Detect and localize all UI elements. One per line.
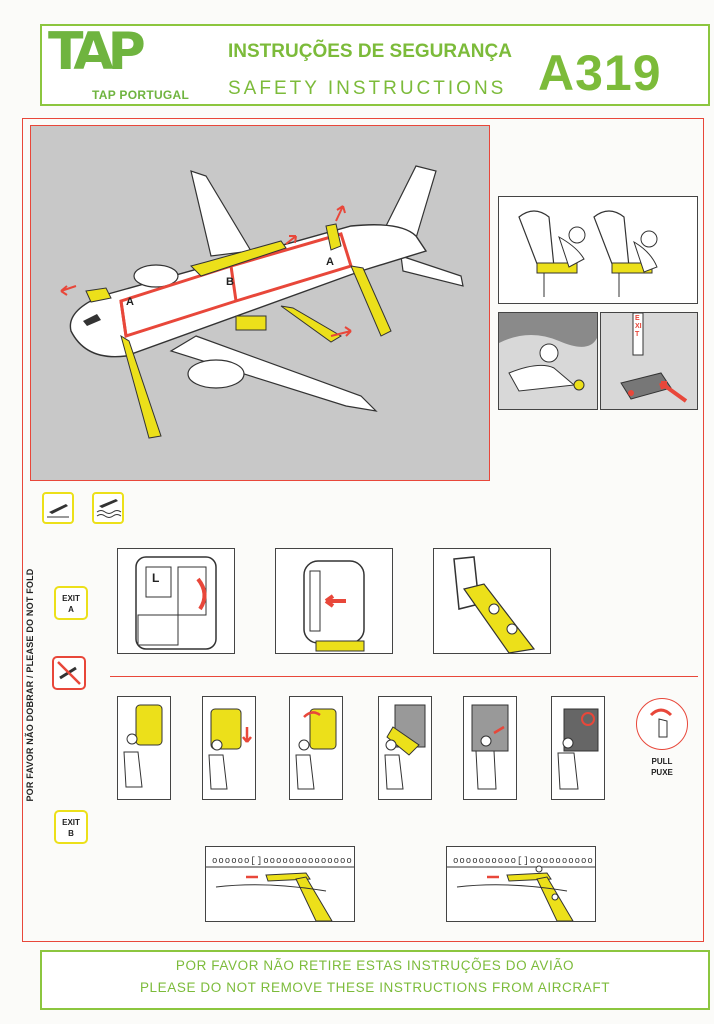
exit-a-step-2 bbox=[275, 548, 393, 654]
exit-a-step-1: L bbox=[117, 548, 235, 654]
exit-label-front: A bbox=[126, 296, 134, 308]
pull-label-en: PULL bbox=[651, 757, 673, 766]
exit-b-step-5 bbox=[463, 696, 517, 800]
pull-label: PULL PUXE bbox=[636, 756, 688, 778]
main-frame bbox=[22, 118, 704, 942]
water-landing-icon bbox=[92, 492, 124, 524]
page-title-en: SAFETY INSTRUCTIONS bbox=[228, 78, 507, 99]
plane-exits-diagram: A B A bbox=[30, 125, 490, 481]
floor-lighting-exit-illustration: EXIT bbox=[600, 312, 698, 410]
pull-handle-icon bbox=[636, 698, 688, 750]
aircraft-model: A319 bbox=[538, 45, 662, 101]
do-not-fold-note: POR FAVOR NÃO DOBRAR / PLEASE DO NOT FOL… bbox=[25, 568, 35, 802]
no-slide-icon bbox=[52, 656, 86, 690]
footer-note-en: PLEASE DO NOT REMOVE THESE INSTRUCTIONS … bbox=[139, 980, 611, 995]
overwing-exit-slide-1: oooooo[]oooooooooooooo bbox=[205, 846, 355, 922]
exit-label-rear: A bbox=[326, 256, 334, 268]
exit-b-badge: EXIT B bbox=[54, 810, 88, 844]
section-divider bbox=[110, 676, 698, 677]
page-title-pt: INSTRUÇÕES DE SEGURANÇA bbox=[228, 41, 512, 62]
brace-position-illustration bbox=[498, 196, 698, 304]
footer-frame bbox=[40, 950, 710, 1010]
exit-a-badge: EXIT A bbox=[54, 586, 88, 620]
exit-b-step-2 bbox=[202, 696, 256, 800]
pull-label-pt: PUXE bbox=[651, 768, 673, 777]
svg-text:oooooo[]oooooooooooooo: oooooo[]oooooooooooooo bbox=[212, 856, 353, 866]
tap-logo-subtitle: TAP PORTUGAL bbox=[92, 88, 190, 102]
footer-note-pt: POR FAVOR NÃO RETIRE ESTAS INSTRUÇÕES DO… bbox=[175, 958, 575, 973]
door-letter: L bbox=[152, 571, 160, 585]
exit-a-step-3 bbox=[433, 548, 551, 654]
exit-label-overwing: B bbox=[226, 276, 234, 288]
exit-b-step-6 bbox=[551, 696, 605, 800]
plane-illustration bbox=[60, 165, 464, 439]
crawl-smoke-illustration bbox=[498, 312, 598, 410]
exit-sign: EXIT bbox=[635, 315, 642, 338]
overwing-exit-slide-2: oooooooooo[]oooooooooo bbox=[446, 846, 596, 922]
exit-b-step-1 bbox=[117, 696, 171, 800]
land-landing-icon bbox=[42, 492, 74, 524]
tap-logo: TAP bbox=[48, 22, 146, 82]
exit-b-step-4 bbox=[378, 696, 432, 800]
header-frame bbox=[40, 24, 710, 106]
svg-text:oooooooooo[]oooooooooo: oooooooooo[]oooooooooo bbox=[453, 856, 594, 866]
exit-b-step-3 bbox=[289, 696, 343, 800]
